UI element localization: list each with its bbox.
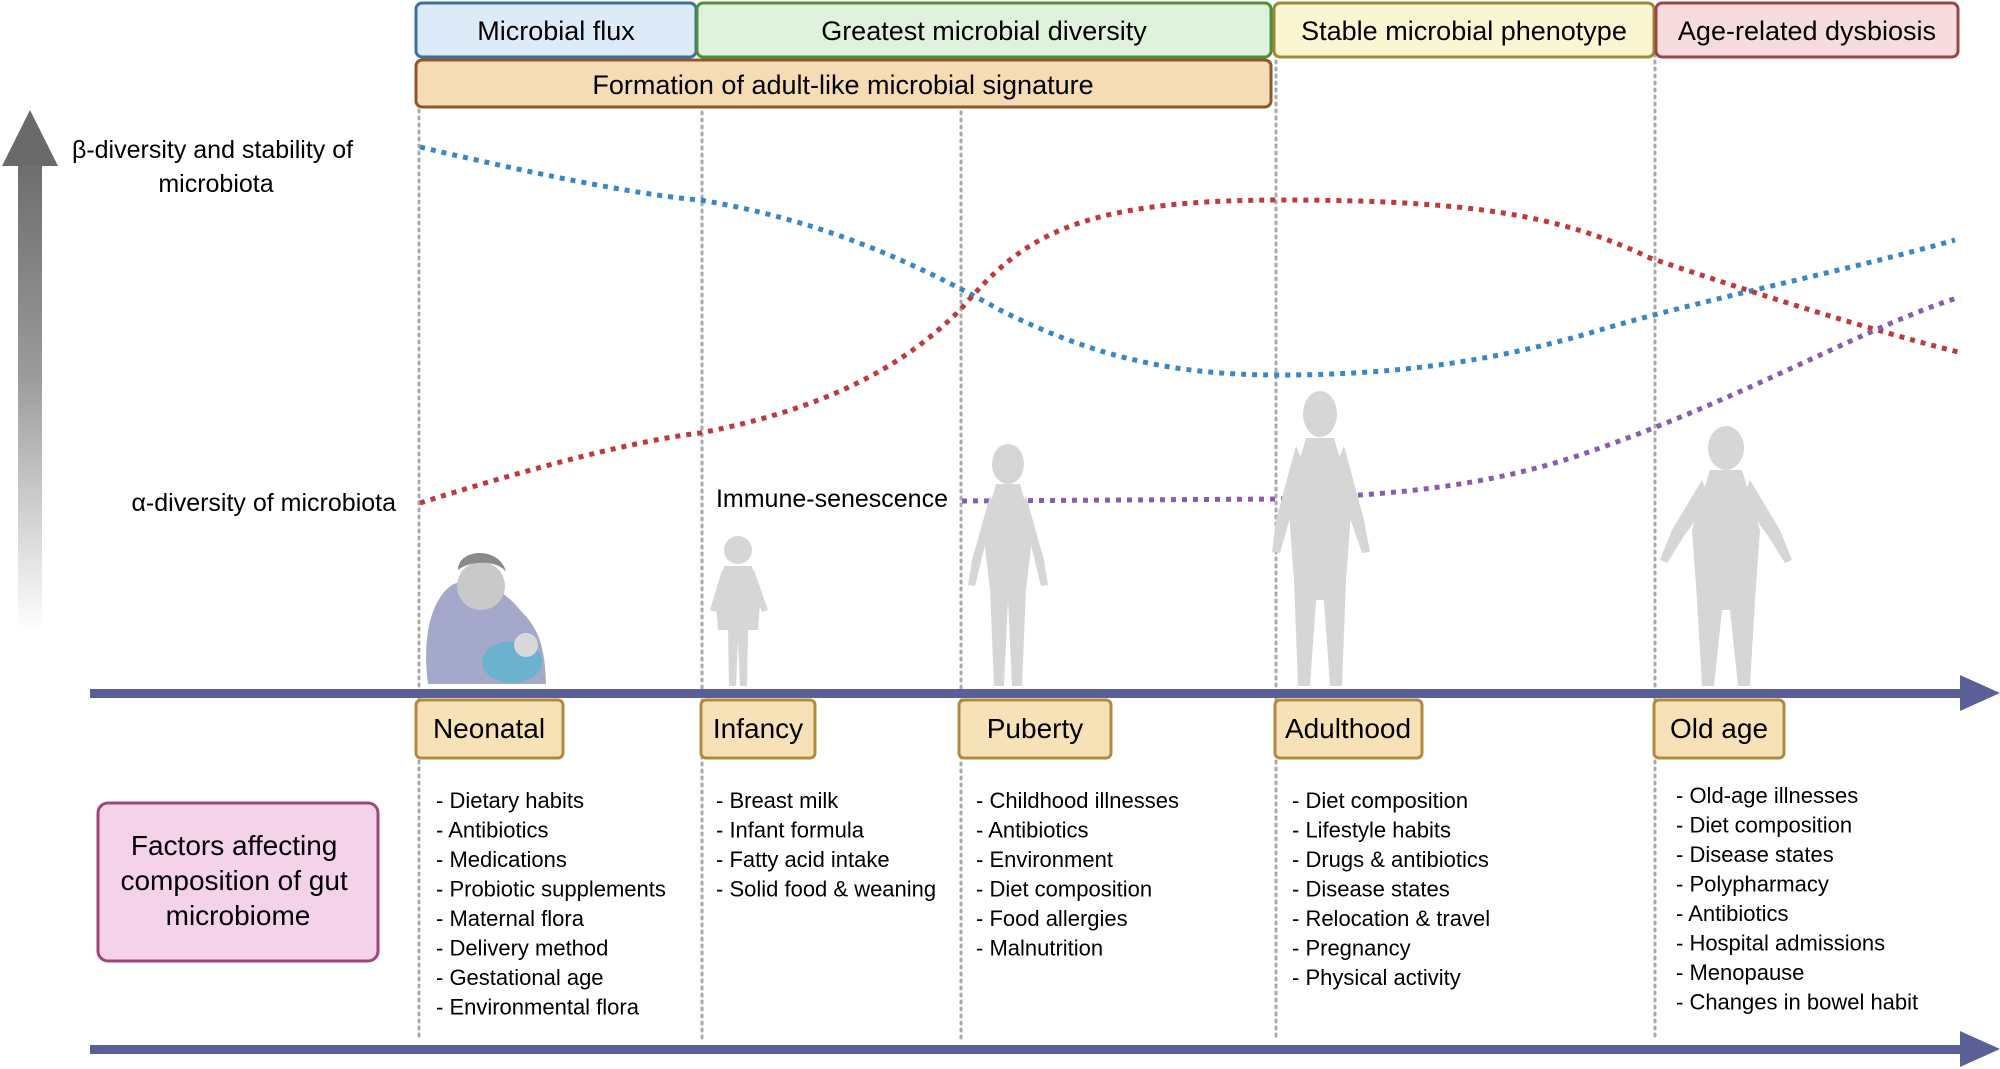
factor-item: - Infant formula <box>716 818 865 843</box>
factor-item: - Antibiotics <box>436 818 549 843</box>
factor-item: - Diet composition <box>1292 788 1468 813</box>
factor-item: - Polypharmacy <box>1676 872 1829 897</box>
factor-item: - Solid food & weaning <box>716 877 936 902</box>
phase-box-age-related-dysbiosis: Age-related dysbiosis <box>1654 1 1960 59</box>
stage-label-adulthood: Adulthood <box>1273 698 1424 760</box>
alpha-diversity-label: α-diversity of microbiota <box>131 489 396 517</box>
beta-diversity-curve <box>419 144 1956 378</box>
factor-item: - Diet composition <box>976 877 1152 902</box>
stage-label-old-age: Old age <box>1652 698 1786 760</box>
factor-item: - Childhood illnesses <box>976 788 1179 813</box>
stage-label-neonatal: Neonatal <box>414 698 565 760</box>
factor-item: - Changes in bowel habit <box>1676 990 1918 1015</box>
factor-item: - Gestational age <box>436 965 604 990</box>
beta-diversity-label: β-diversity and stability of microbiota <box>72 136 360 198</box>
toddler-icon <box>710 536 768 686</box>
phase-label: Age-related dysbiosis <box>1678 16 1936 46</box>
factor-list-0: - Dietary habits - Antibiotics - Medicatio… <box>436 788 666 1020</box>
factor-item: - Drugs & antibiotics <box>1292 847 1489 872</box>
factor-lists: - Dietary habits - Antibiotics - Medicatio… <box>436 783 1918 1020</box>
immune-senescence-label: Immune-senescence <box>716 485 948 513</box>
phase-box-greatest-diversity: Greatest microbial diversity <box>695 1 1273 59</box>
alpha-diversity-curve <box>419 197 1963 506</box>
factor-item: - Lifestyle habits <box>1292 818 1451 843</box>
elderly-woman-icon <box>1660 426 1792 686</box>
adult-woman-icon <box>1272 391 1370 686</box>
phase-box-bg <box>1272 1 1656 59</box>
phase-box-microbial-flux: Microbial flux <box>414 1 698 59</box>
factor-item: - Disease states <box>1676 842 1834 867</box>
stage-dividers <box>417 38 1657 1042</box>
factor-item: - Old-age illnesses <box>1676 783 1858 808</box>
factor-item: - Medications <box>436 847 567 872</box>
factor-item: - Menopause <box>1676 960 1804 985</box>
lifespan-timeline-arrow <box>90 675 2000 711</box>
factors-title-box: Factors affecting composition of gut mic… <box>96 801 380 963</box>
factor-item: - Malnutrition <box>976 936 1103 961</box>
svg-text:Old age: Old age <box>1670 713 1768 744</box>
factor-item: - Fatty acid intake <box>716 847 890 872</box>
svg-text:Infancy: Infancy <box>713 713 803 744</box>
phase-label: Greatest microbial diversity <box>821 16 1147 46</box>
factor-item: - Pregnancy <box>1292 936 1411 961</box>
adolescent-icon <box>968 444 1048 686</box>
factor-list-2: - Childhood illnesses - Antibiotics - Envi… <box>976 788 1179 961</box>
factor-item: - Breast milk <box>716 788 839 813</box>
phase-box-stable-phenotype: Stable microbial phenotype <box>1272 1 1656 59</box>
factor-item: - Antibiotics <box>976 818 1089 843</box>
phase-label: Microbial flux <box>477 16 635 46</box>
factor-item: - Environment <box>976 847 1113 872</box>
phase-label: Formation of adult-like microbial signat… <box>592 70 1093 100</box>
factor-item: - Maternal flora <box>436 906 585 931</box>
bottom-timeline-arrow <box>90 1031 2000 1067</box>
factor-item: - Physical activity <box>1292 965 1461 990</box>
svg-text:Adulthood: Adulthood <box>1285 713 1411 744</box>
factor-item: - Probiotic supplements <box>436 877 666 902</box>
factor-item: - Delivery method <box>436 936 608 961</box>
factor-list-4: - Old-age illnesses - Diet composition - D… <box>1676 783 1918 1015</box>
phase-box-bg <box>1654 1 1960 59</box>
mother-with-baby-icon <box>426 553 546 684</box>
factor-item: - Environmental flora <box>436 995 640 1020</box>
svg-text:Factors affecting compos: Factors affecting composition of gut mic… <box>120 830 355 931</box>
factor-item: - Relocation & travel <box>1292 906 1490 931</box>
factor-item: - Diet composition <box>1676 813 1852 838</box>
immune-senescence-curve <box>961 294 1961 504</box>
svg-text:Puberty: Puberty <box>987 713 1084 744</box>
phase-box-bg <box>695 1 1273 59</box>
phase-box-adult-like-signature: Formation of adult-like microbial signat… <box>414 58 1273 109</box>
factor-item: - Disease states <box>1292 877 1450 902</box>
factor-item: - Dietary habits <box>436 788 584 813</box>
stage-label-puberty: Puberty <box>957 698 1113 760</box>
phase-label: Stable microbial phenotype <box>1301 16 1627 46</box>
factor-item: - Hospital admissions <box>1676 931 1885 956</box>
svg-text:Neonatal: Neonatal <box>433 713 545 744</box>
stage-label-infancy: Infancy <box>699 698 817 760</box>
factor-list-1: - Breast milk - Infant formula - Fatty aci… <box>716 788 936 902</box>
factor-item: - Antibiotics <box>1676 901 1789 926</box>
factor-list-3: - Diet composition - Lifestyle habits - Dr… <box>1292 788 1490 990</box>
factor-item: - Food allergies <box>976 906 1128 931</box>
phase-box-bg <box>414 58 1273 109</box>
increase-arrow-icon <box>2 110 58 632</box>
